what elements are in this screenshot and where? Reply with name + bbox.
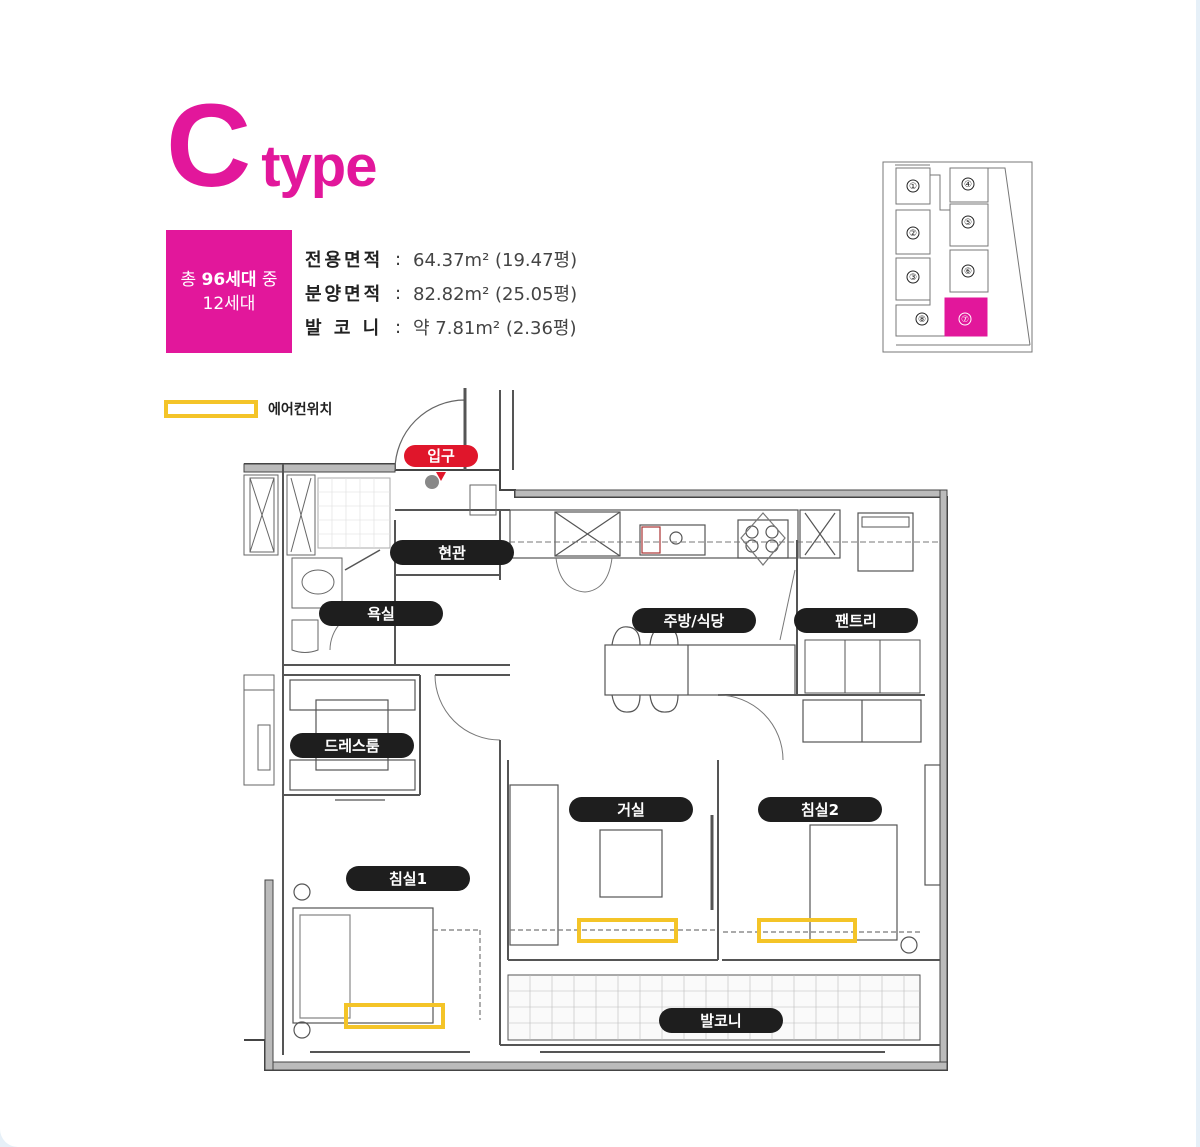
aircon-legend: 에어컨위치 (164, 399, 332, 419)
spec-label: 전용면적 (305, 250, 384, 271)
spec-colon: : (395, 248, 402, 270)
spec-sale-area: 분양면적:82.82m² (25.05평) (305, 276, 577, 310)
badge-count: 96세대 (201, 269, 257, 290)
badge-line2: 12세대 (202, 293, 256, 314)
spec-label: 발 코 니 (305, 318, 383, 339)
badge-line1: 총 96세대 중 (166, 268, 292, 292)
spec-balcony-area: 발 코 니: 약 7.81m² (2.36평) (305, 310, 577, 344)
spec-exclusive-area: 전용면적:64.37m² (19.47평) (305, 242, 577, 276)
spec-value: 82.82m² (25.05평) (413, 284, 578, 305)
spec-value: 약 7.81m² (2.36평) (413, 318, 577, 339)
household-badge: 총 96세대 중 12세대 (166, 230, 292, 353)
type-suffix: type (261, 134, 377, 199)
aircon-legend-swatch (164, 400, 258, 418)
area-specs: 전용면적:64.37m² (19.47평) 분양면적:82.82m² (25.0… (305, 242, 577, 344)
spec-colon: : (395, 282, 402, 304)
aircon-legend-label: 에어컨위치 (268, 402, 333, 418)
badge-prefix: 총 (180, 269, 202, 290)
spec-colon: : (395, 316, 402, 338)
spec-value: 64.37m² (19.47평) (413, 250, 578, 271)
badge-suffix: 중 (256, 269, 278, 290)
spec-label: 분양면적 (305, 284, 384, 305)
type-letter: C (166, 80, 251, 212)
